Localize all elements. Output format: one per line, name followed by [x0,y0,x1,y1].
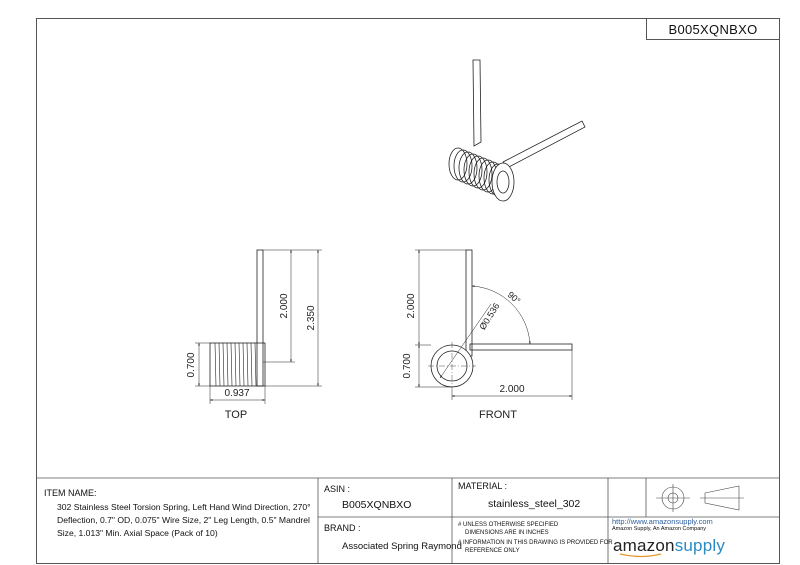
front-dim-coil-od: 0.700 [402,353,413,378]
note-line: REFERENCE ONLY [465,547,520,554]
note-line: DIMENSIONS ARE IN INCHES [465,529,549,536]
front-view-label: FRONT [479,409,517,421]
front-dim-angle: 90° [506,289,523,306]
note-line: # UNLESS OTHERWISE SPECIFIED [458,522,559,528]
asin-label: ASIN : [324,484,351,494]
drawing-notes: # UNLESS OTHERWISE SPECIFIED DIMENSIONS … [458,522,613,555]
item-name-line: Deflection, 0.7" OD, 0.075" Wire Size, 2… [57,515,310,525]
item-name-label: ITEM NAME: [44,488,97,498]
third-angle-projection-symbol [656,484,744,512]
top-dim-coil-od: 0.700 [186,352,197,377]
title-block-grid [36,477,780,564]
item-name-description: 302 Stainless Steel Torsion Spring, Left… [57,501,315,540]
supplier-url-link[interactable]: http://www.amazonsupply.com [612,517,713,526]
drawing-sheet-frame [36,18,780,564]
material-label: MATERIAL : [458,481,508,491]
item-name-line: 302 Stainless Steel Torsion Spring, Left… [57,502,311,512]
material-value: stainless_steel_302 [488,498,581,510]
top-dim-leg-height: 2.000 [279,293,290,318]
amazon-supply-logo: amazonsupply [613,536,725,558]
part-number-text: B005XQNBXO [668,21,758,37]
top-dim-overall-height: 2.350 [306,305,317,330]
note-line: # INFORMATION IN THIS DRAWING IS PROVIDE… [458,540,613,546]
front-dim-leg-height: 2.000 [406,293,417,318]
top-dim-coil-length: 0.937 [224,388,249,399]
part-number-header: B005XQNBXO [646,18,780,40]
brand-label: BRAND : [324,523,361,533]
front-dim-leg-length: 2.000 [499,384,524,395]
front-view [415,249,573,400]
logo-word-supply: supply [674,536,726,555]
top-view [195,249,322,404]
amazon-smile-icon [619,553,662,558]
isometric-view [448,59,586,202]
supplier-tagline: Amazon Supply, An Amazon Company [612,526,707,532]
item-name-line: Size, 1.013" Min. Axial Space (Pack of 1… [57,528,218,538]
top-view-label: TOP [225,409,247,421]
logo-word-amazon: amazon [613,536,675,555]
asin-value: B005XQNBXO [342,499,412,511]
brand-value: Associated Spring Raymond [342,541,462,552]
front-dim-mandrel: Ø0.536 [477,301,501,331]
